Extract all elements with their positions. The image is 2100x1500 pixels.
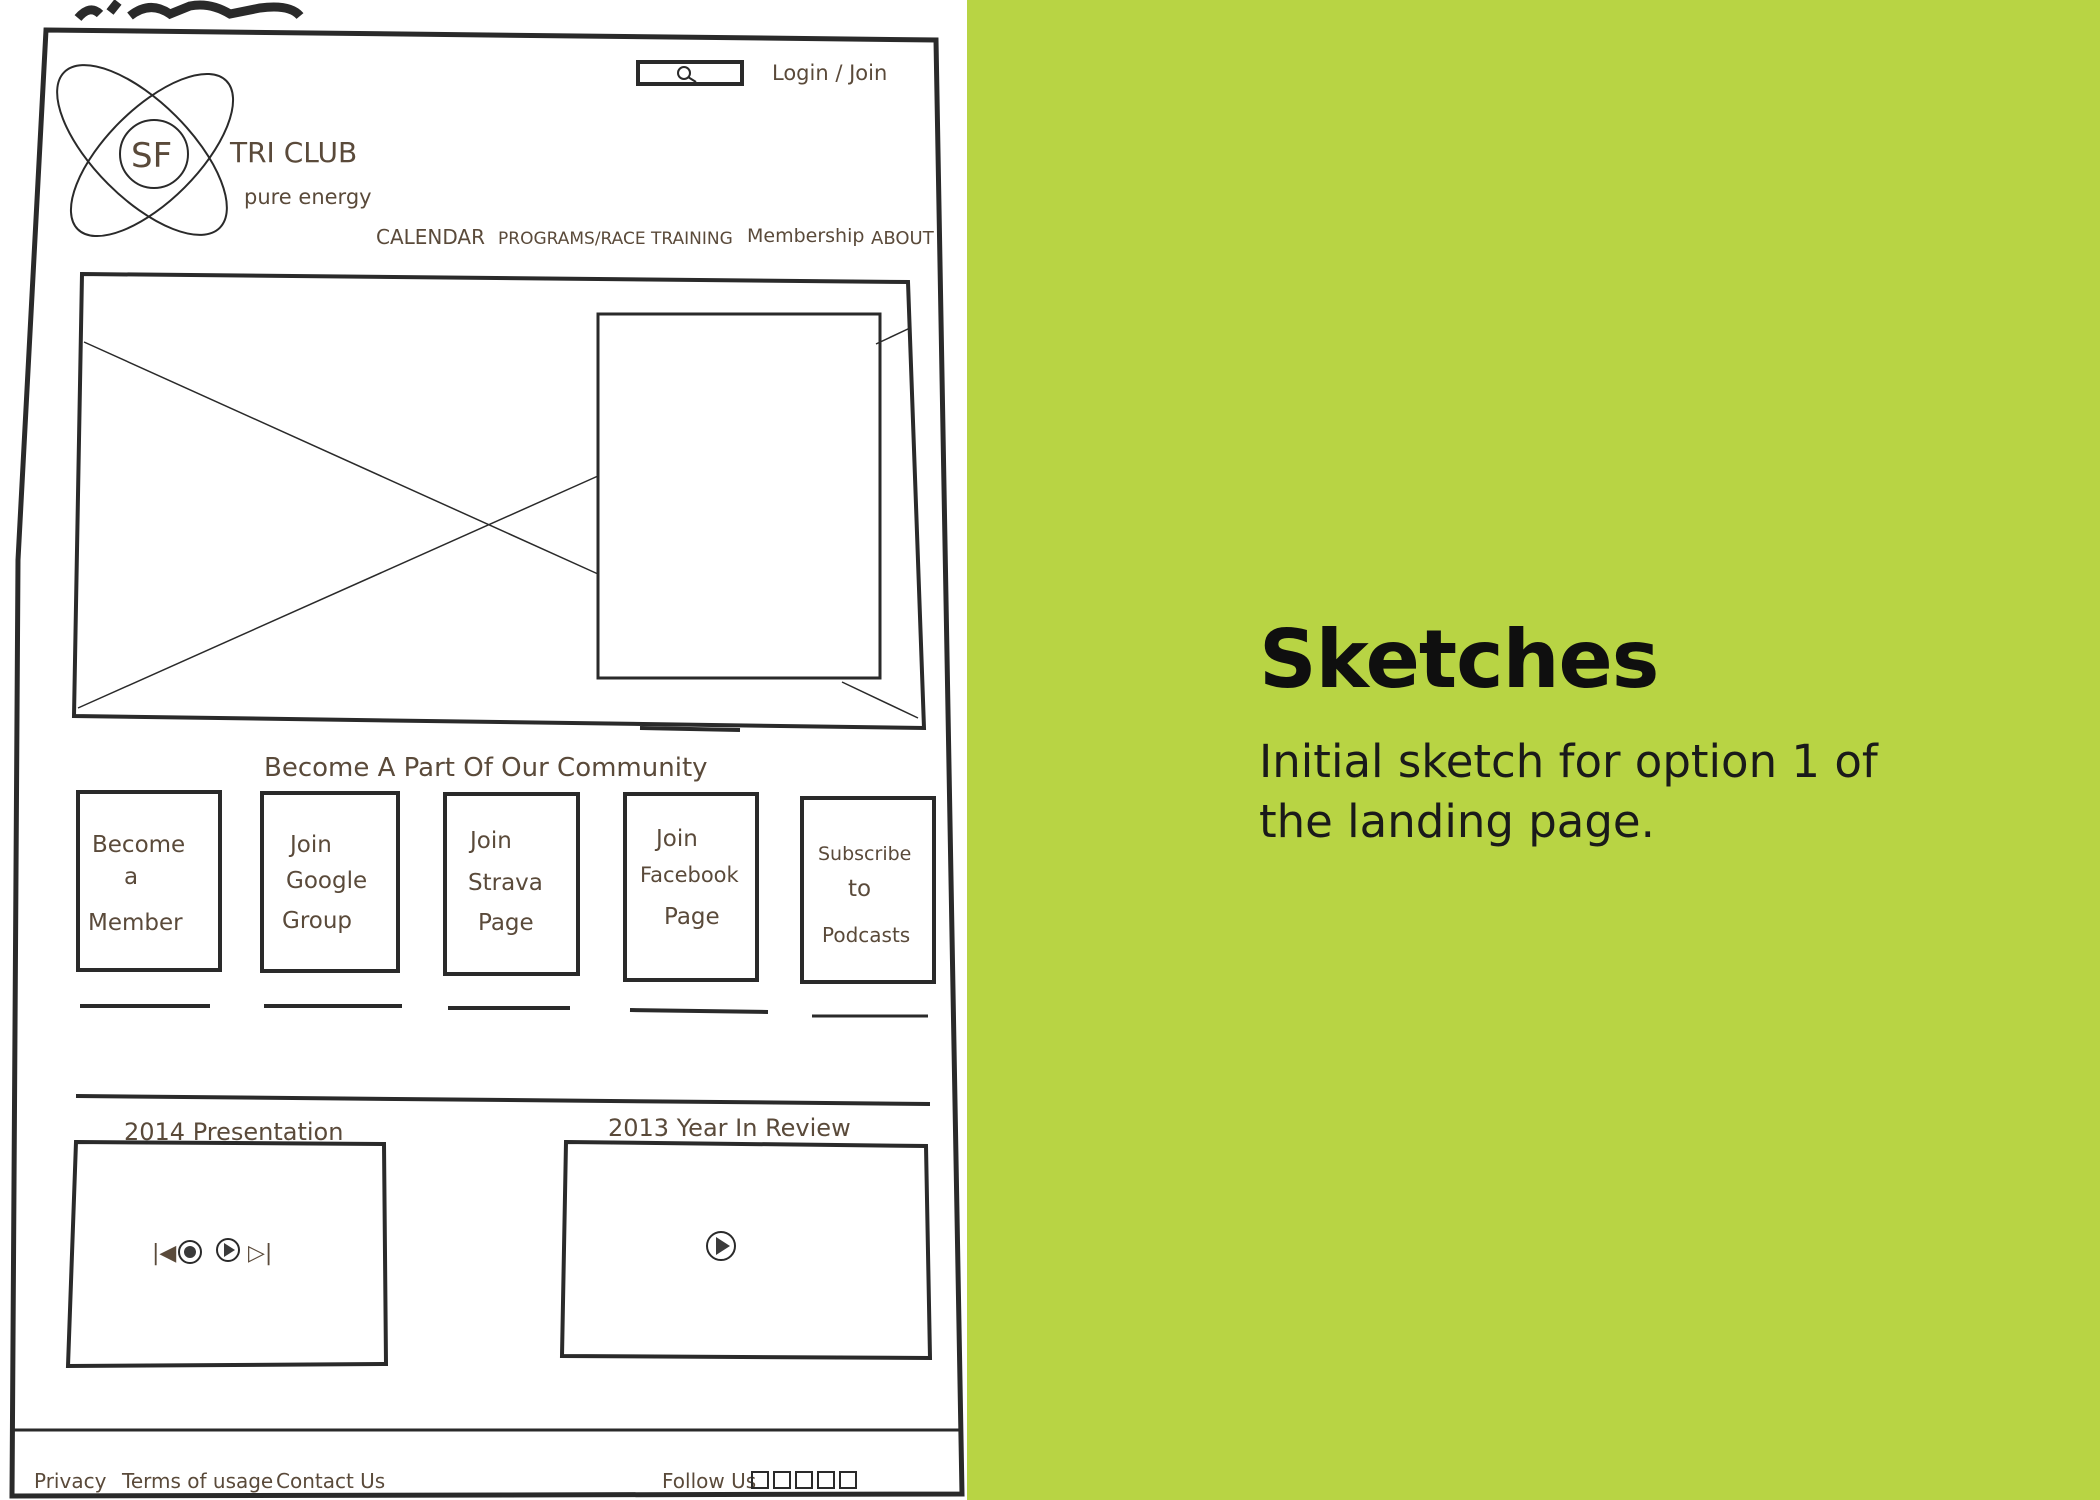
hero-content-box bbox=[596, 312, 882, 680]
card-line: Page bbox=[664, 904, 720, 930]
main-nav: CALENDAR PROGRAMS/RACE TRAINING Membersh… bbox=[376, 225, 935, 249]
card-line: Page bbox=[478, 910, 534, 936]
search-box bbox=[636, 60, 744, 86]
caption-panel: Sketches Initial sketch for option 1 of … bbox=[967, 0, 2100, 1500]
social-icon bbox=[773, 1471, 791, 1489]
card-become-member: Become a Member bbox=[76, 790, 222, 1008]
card-strava-page: Join Strava Page bbox=[443, 792, 580, 1010]
follow-us-label: Follow Us bbox=[662, 1469, 756, 1493]
card-facebook-page: Join Facebook Page bbox=[623, 792, 769, 1014]
card-line: a bbox=[124, 864, 138, 890]
card-line: Group bbox=[282, 908, 352, 934]
card-line: Strava bbox=[468, 870, 543, 896]
brand-name: TRI CLUB bbox=[229, 136, 357, 169]
sketch-drawing: Login / Join SF TRI CLUB pure energy CAL… bbox=[9, 0, 965, 1499]
nav-item-programs: PROGRAMS/RACE TRAINING bbox=[498, 229, 733, 249]
footer-link-privacy: Privacy bbox=[34, 1469, 107, 1493]
card-line: Podcasts bbox=[822, 923, 910, 947]
login-join-link: Login / Join bbox=[772, 61, 887, 85]
card-line: to bbox=[848, 876, 871, 902]
video-player-right bbox=[559, 1139, 933, 1361]
slide-title: Sketches bbox=[1259, 613, 1659, 706]
community-heading: Become A Part Of Our Community bbox=[264, 753, 708, 783]
logo-initials: SF bbox=[131, 136, 172, 176]
brand-tagline: pure energy bbox=[244, 185, 372, 209]
nav-item-calendar: CALENDAR bbox=[376, 225, 485, 249]
next-icon: ▷| bbox=[248, 1241, 272, 1266]
card-line: Join bbox=[654, 826, 698, 852]
footer-link-contact: Contact Us bbox=[276, 1469, 385, 1493]
card-line: Join bbox=[288, 832, 332, 858]
social-icon bbox=[795, 1471, 813, 1489]
card-line: Join bbox=[468, 828, 512, 854]
card-google-group: Join Google Group bbox=[260, 791, 402, 1008]
card-line: Facebook bbox=[640, 863, 740, 887]
prev-icon bbox=[178, 1240, 202, 1264]
wireframe-sketch: Login / Join SF TRI CLUB pure energy CAL… bbox=[0, 0, 967, 1500]
logo: SF bbox=[56, 64, 235, 238]
card-line: Become bbox=[92, 832, 185, 858]
community-cards: Become a Member Join Google Group Join S… bbox=[76, 790, 936, 1018]
cropped-heading-scribble bbox=[74, 0, 304, 22]
social-icon bbox=[839, 1471, 857, 1489]
hero-image-placeholder bbox=[71, 271, 927, 732]
card-line: Member bbox=[88, 910, 183, 936]
section-divider bbox=[75, 1094, 931, 1106]
footer-link-terms: Terms of usage bbox=[121, 1469, 273, 1493]
card-podcasts: Subscribe to Podcasts bbox=[800, 796, 936, 1018]
social-icon bbox=[817, 1471, 835, 1489]
nav-item-about: ABOUT bbox=[871, 228, 935, 249]
video-right-title: 2013 Year In Review bbox=[608, 1114, 851, 1142]
nav-item-membership: Membership bbox=[747, 225, 864, 247]
video-player-left: |◀ ▷| bbox=[65, 1139, 389, 1369]
footer: Privacy Terms of usage Contact Us Follow… bbox=[34, 1469, 857, 1493]
card-line: Subscribe bbox=[818, 843, 911, 865]
svg-text:|◀: |◀ bbox=[152, 1241, 176, 1266]
search-icon bbox=[677, 66, 691, 80]
play-icon bbox=[216, 1238, 240, 1262]
slide-description: Initial sketch for option 1 of the landi… bbox=[1259, 735, 1878, 848]
card-line: Google bbox=[286, 868, 367, 894]
play-icon bbox=[706, 1231, 736, 1261]
social-icon bbox=[751, 1471, 769, 1489]
